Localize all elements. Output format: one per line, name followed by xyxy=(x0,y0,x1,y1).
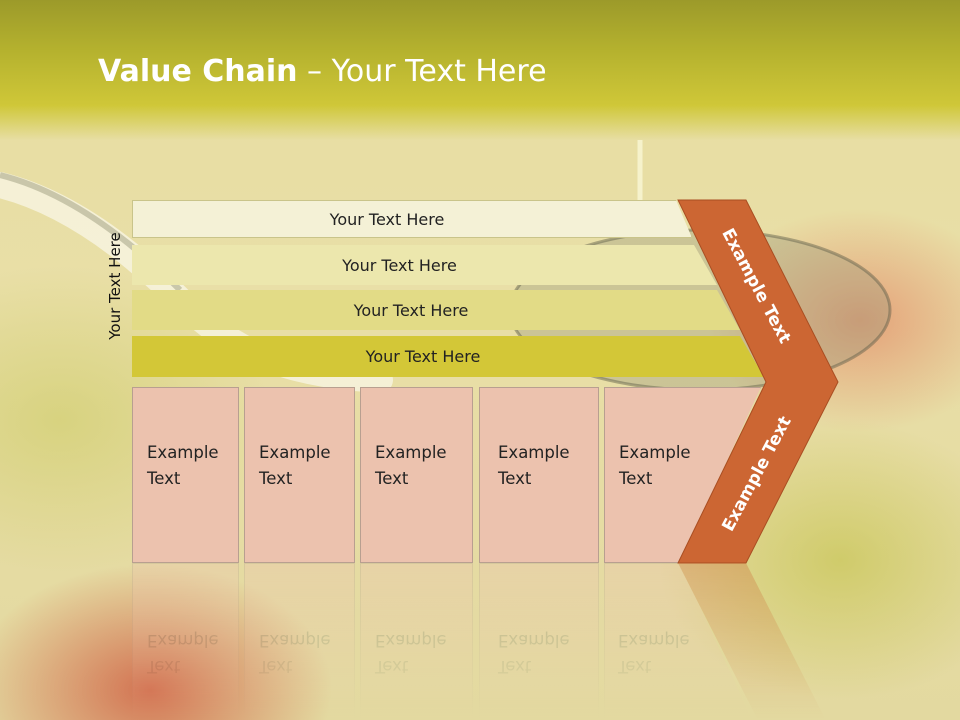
primary-box-2-line1: Example xyxy=(259,443,331,462)
primary-box-4-line2: Text xyxy=(498,469,532,488)
primary-box-3-line2: Text xyxy=(375,469,409,488)
reflection-chevron xyxy=(678,563,826,720)
primary-box-5-line1: Example xyxy=(619,443,691,462)
reflection-box-2 xyxy=(244,563,355,720)
reflection-box-3 xyxy=(360,563,473,720)
reflection-text-3-line1: Example xyxy=(375,631,447,650)
support-row-1-label: Your Text Here xyxy=(329,209,445,229)
reflection-text-2-line1: Example xyxy=(259,631,331,650)
support-row-2-label: Your Text Here xyxy=(342,255,457,275)
reflection-text-4-line2: Text xyxy=(498,657,532,676)
primary-box-2: Example Text xyxy=(244,387,355,563)
reflection-text-1: Text Example xyxy=(147,627,219,679)
support-row-2: Your Text Here xyxy=(132,245,717,285)
support-row-4: Your Text Here xyxy=(132,336,764,377)
support-row-1: Your Text Here xyxy=(132,200,692,238)
reflection-text-1-line1: Example xyxy=(147,631,219,650)
title-rest: – Your Text Here xyxy=(297,54,547,89)
reflection-text-4-line1: Example xyxy=(498,631,570,650)
primary-box-3-line1: Example xyxy=(375,443,447,462)
title-bold: Value Chain xyxy=(98,54,298,89)
reflection-text-3: Text Example xyxy=(375,627,447,679)
support-row-3-label: Your Text Here xyxy=(353,300,469,320)
primary-box-1: Example Text xyxy=(132,387,239,563)
reflection: Text Example Text Example Text Example Text… xyxy=(0,563,960,720)
reflection-text-5-line2: Text xyxy=(618,657,652,676)
reflection-text-2-line2: Text xyxy=(259,657,293,676)
title-band xyxy=(0,0,960,140)
reflection-text-1-line2: Text xyxy=(147,657,181,676)
reflection-text-2: Text Example xyxy=(259,627,331,679)
reflection-text-3-line2: Text xyxy=(375,657,409,676)
primary-box-5-line2: Text xyxy=(619,469,653,488)
primary-box-3: Example Text xyxy=(360,387,473,563)
support-row-3: Your Text Here xyxy=(132,290,740,330)
primary-box-2-line2: Text xyxy=(259,469,293,488)
page-title: Value Chain – Your Text Here xyxy=(98,54,547,89)
reflection-text-5: Text Example xyxy=(618,627,690,679)
primary-box-1-line2: Text xyxy=(147,469,181,488)
reflection-box-1 xyxy=(132,563,239,720)
support-row-4-label: Your Text Here xyxy=(365,347,481,366)
reflection-box-4 xyxy=(479,563,599,720)
primary-box-4: Example Text xyxy=(479,387,599,563)
reflection-text-5-line1: Example xyxy=(618,631,690,650)
primary-box-1-line1: Example xyxy=(147,443,219,462)
primary-box-4-line1: Example xyxy=(498,443,570,462)
reflection-text-4: Text Example xyxy=(498,627,570,679)
